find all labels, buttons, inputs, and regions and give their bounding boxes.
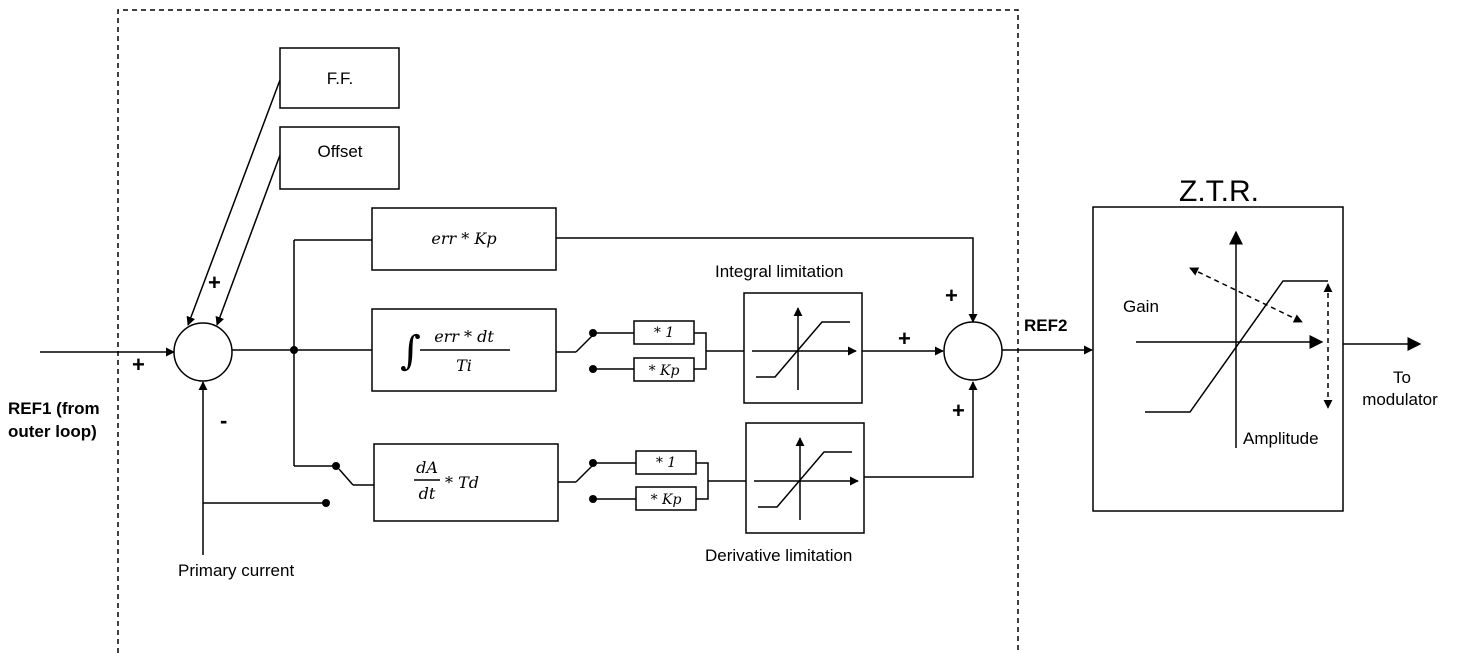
offset-to-junction-line — [215, 154, 281, 326]
proportional-plus-sign: + — [945, 283, 958, 308]
offset-label: Offset — [317, 142, 362, 161]
integral-gain-kp-label: * Kp — [649, 363, 680, 379]
integral-sign: ∫ — [400, 328, 421, 374]
derivative-limiter-block — [745, 422, 865, 534]
ff-label: F.F. — [327, 69, 353, 88]
derivative-gain-kp-label: * Kp — [651, 492, 682, 508]
integral-gain-one-label: * 1 — [654, 325, 674, 341]
offset-block — [279, 126, 400, 190]
ref2-label: REF2 — [1024, 316, 1067, 335]
controller-boundary — [117, 9, 1019, 653]
integral-denominator: Ti — [456, 356, 472, 375]
integral-limiter-block — [743, 292, 863, 404]
primary-current-label: Primary current — [178, 561, 294, 580]
derivative-tail: * Td — [445, 473, 479, 492]
derivative-input-switch — [338, 468, 354, 486]
derivative-limiter-curve — [758, 451, 852, 508]
derivative-gain-merge — [696, 462, 746, 500]
integral-gain-merge — [694, 332, 744, 370]
derivative-limitation-label: Derivative limitation — [705, 546, 852, 565]
derivative-selector-switch — [575, 464, 594, 483]
derivative-block — [373, 443, 559, 522]
integral-selector-switch — [575, 334, 594, 353]
output-summing-junction — [943, 321, 1003, 381]
to-label: To — [1393, 368, 1411, 387]
ref1-label-line2: outer loop) — [8, 422, 97, 441]
ff-to-junction-line — [186, 79, 281, 326]
derivative-gain-one-label: * 1 — [656, 455, 676, 471]
derivative-plus-sign: + — [952, 398, 965, 423]
integral-limiter-curve — [756, 321, 850, 378]
integral-numerator: err * dt — [434, 327, 494, 346]
ztr-amplitude-label: Amplitude — [1243, 429, 1319, 448]
proportional-block — [371, 207, 557, 271]
modulator-label: modulator — [1362, 390, 1438, 409]
derivative-denominator: dt — [419, 484, 436, 503]
ztr-gain-arrow — [1189, 267, 1303, 323]
feedback-switch-contact — [322, 499, 330, 507]
integral-limitation-label: Integral limitation — [715, 262, 844, 281]
ff-block — [279, 47, 400, 109]
ref1-plus-sign: + — [132, 352, 145, 377]
proportional-formula: err * Kp — [431, 229, 496, 248]
ff-plus-sign: + — [208, 270, 221, 295]
feedback-minus-sign: - — [220, 408, 227, 433]
ztr-gain-label: Gain — [1123, 297, 1159, 316]
ztr-title: Z.T.R. — [1179, 175, 1259, 208]
derivative-numerator: dA — [416, 458, 438, 477]
ztr-transfer-curve — [1145, 280, 1328, 413]
ref1-label-line1: REF1 (from — [8, 399, 100, 418]
derivative-input-contact — [332, 462, 340, 470]
derivative-limiter-output — [864, 381, 978, 478]
ztr-block — [1092, 206, 1344, 512]
integral-plus-sign: + — [898, 326, 911, 351]
input-summing-junction — [173, 322, 233, 382]
proportional-output-line — [556, 237, 978, 323]
